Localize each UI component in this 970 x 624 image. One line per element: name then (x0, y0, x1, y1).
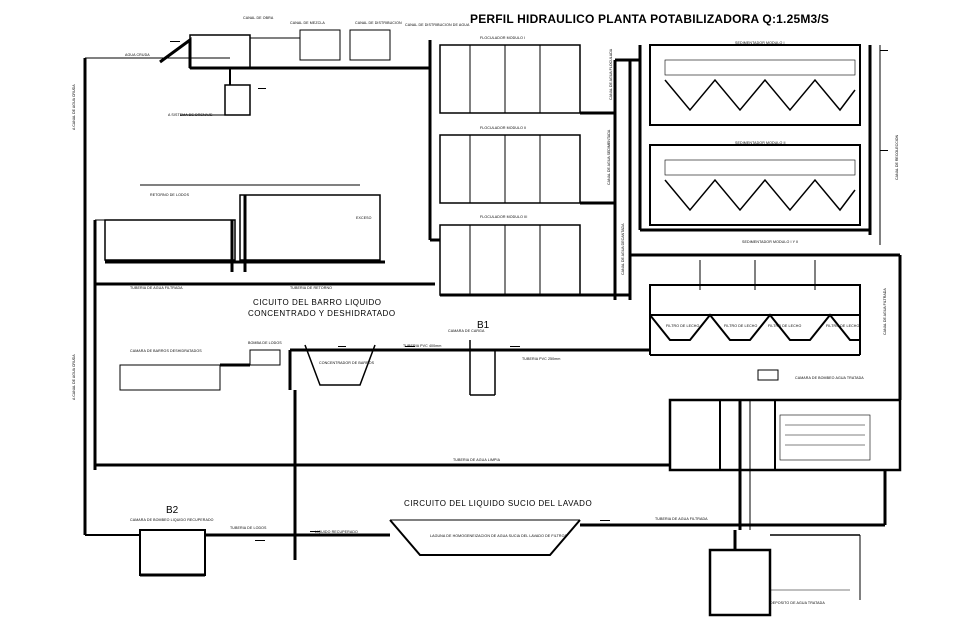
label-sludge-return: RETORNO DE LODOS (150, 193, 190, 197)
marker-b2: B2 (166, 505, 179, 516)
recovery-chamber (708, 530, 861, 617)
label-sludge-pump: BOMBA DE LODOS (248, 341, 282, 345)
label-mid-column-1: CANAL DE AGUA FLOCULADA (609, 48, 613, 100)
label-pipe-main: TUBERIA PVC 400mm (403, 344, 442, 348)
label-settler-1: SEDIMENTADOR MODULO I (735, 41, 785, 45)
storage-pump-house (668, 369, 902, 530)
label-mix-channel-2: CANAL DE DISTRIBUCION (355, 21, 402, 25)
b2-chamber (139, 529, 206, 577)
label-left-column-2: A CANAL DE AGUA CRUDA (72, 354, 76, 400)
label-filter-2: FILTRO DE LECHO (724, 324, 758, 328)
label-sludge-tank: CAMARA DE BARROS DESHIDRATADOS (130, 349, 202, 353)
label-left-column-1: A CANAL DE AGUA CRUDA (72, 84, 76, 130)
label-thickener: CONCENTRADOR DE BARROS (319, 361, 375, 365)
label-sludge-line: TUBERIA DE LODOS (230, 526, 267, 530)
label-excess: EXCESO (356, 216, 372, 220)
label-pipe-filtered: TUBERIA DE AGUA FILTRADA (655, 517, 708, 521)
settler-channel-columns (613, 58, 640, 300)
label-mix-channel-1: CANAL DE MEZCLA (290, 21, 325, 25)
label-flocculator-3: FLOCULADOR MODULO III (480, 215, 528, 219)
sludge-tanks (93, 184, 435, 470)
wash-circuit-title: CIRCUITO DEL LIQUIDO SUCIO DEL LAVADO (404, 499, 593, 508)
sludge-circuit-title-line2: CONCENTRADO Y DESHIDRATADO (248, 309, 396, 318)
label-source-raw: AGUA CRUDA (125, 53, 150, 57)
label-mid-column-3: CANAL DE AGUA DECANTADA (621, 223, 625, 275)
label-pipe-clean: TUBERIA DE AGUA LIMPIA (453, 458, 501, 462)
wash-pond (85, 519, 885, 556)
label-pipe-wash: TUBERIA PVC 250mm (522, 357, 561, 361)
label-flocculator-1: FLOCULADOR MODULO I (480, 36, 526, 40)
left-main-pipe (83, 57, 230, 535)
settlers (638, 44, 881, 245)
label-mix-channel-3: CANAL DE DISTRIBUCION DE AGUA (405, 23, 470, 27)
sludge-circuit-title-line1: CICUITO DEL BARRO LIQUIDO (253, 298, 382, 307)
drawing-title: PERFIL HIDRAULICO PLANTA POTABILIZADORA … (470, 12, 830, 26)
label-wash-pond: LAGUNA DE HOMOGENEIZACION DE AGUA SUCIA … (430, 534, 567, 538)
label-pump-room: CAMARA DE BOMBEO AGUA TRATADA (795, 376, 864, 380)
label-flocculator-2: FLOCULADOR MODULO II (480, 126, 527, 130)
label-pipe-return: TUBERIA DE RETORNO (290, 286, 333, 290)
label-right-column-2: CANAL DE AGUA FILTRADA (883, 288, 887, 335)
label-liquid-chamber: CAMARA DE BOMBEO LIQUIDO RECUPERADO (130, 518, 214, 522)
label-filtered-tank: CAMARA DE CARGA (448, 329, 485, 333)
label-pipe-sludge: TUBERIA DE AGUA FILTRADA (130, 286, 183, 290)
label-inlet-weir: CANAL DE OBRA (243, 16, 274, 20)
label-liquid-line: LIQUIDO RECUPERADO (315, 530, 358, 534)
label-settler-3: SEDIMENTADOR MODULO I Y II (742, 240, 799, 244)
label-sludge-drain: A SISTEMA DE DRENAJE (168, 113, 213, 117)
label-right-column-1: CANAL DE RECOLECCION (895, 134, 899, 180)
label-filter-1: FILTRO DE LECHO (666, 324, 700, 328)
flocculators (428, 40, 630, 297)
label-storage: DEPOSITO DE AGUA TRATADA (770, 601, 825, 605)
label-filter-4: FILTRO DE LECHO (826, 324, 860, 328)
label-settler-2: SEDIMENTADOR MODULO II (735, 141, 786, 145)
marker-b1: B1 (477, 320, 490, 331)
label-mid-column-2: CANAL DE AGUA SEDIMENTADA (607, 129, 611, 185)
filters (630, 253, 902, 400)
label-filter-3: FILTRO DE LECHO (768, 324, 802, 328)
mid-pipes (95, 340, 670, 560)
inlet-structure (159, 29, 430, 116)
